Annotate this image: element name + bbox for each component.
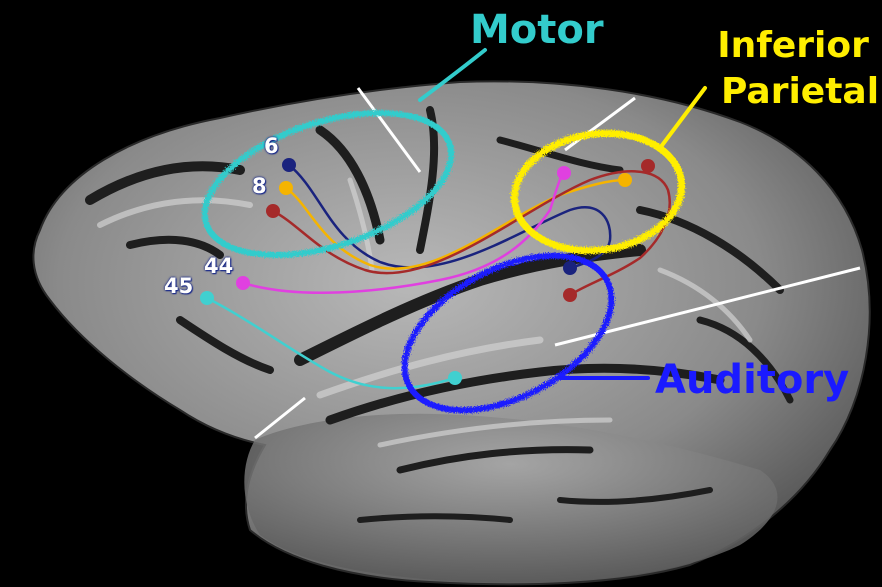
dot-area8 [279, 181, 293, 195]
area-45-label: 45 [164, 276, 193, 297]
dot-area45 [200, 291, 214, 305]
dot-auditory-dark [563, 288, 577, 302]
area-44-label: 44 [204, 256, 233, 277]
dot-parietal-dark [641, 159, 655, 173]
dot-auditory-blue [563, 261, 577, 275]
dot-area8-dark [266, 204, 280, 218]
dot-parietal-magenta [557, 166, 571, 180]
auditory-label: Auditory [655, 360, 849, 400]
inferior-parietal-label-line2: Parietal [721, 74, 879, 110]
inferior-parietal-label: Inferior Parietal [707, 28, 879, 110]
dot-area6 [282, 158, 296, 172]
inferior-parietal-label-line1: Inferior [707, 28, 879, 64]
area-6-label: 6 [264, 136, 279, 157]
motor-label: Motor [470, 10, 604, 50]
dot-auditory-cyan [448, 371, 462, 385]
dot-area44 [236, 276, 250, 290]
dot-parietal-gold [618, 173, 632, 187]
area-8-label: 8 [252, 176, 267, 197]
